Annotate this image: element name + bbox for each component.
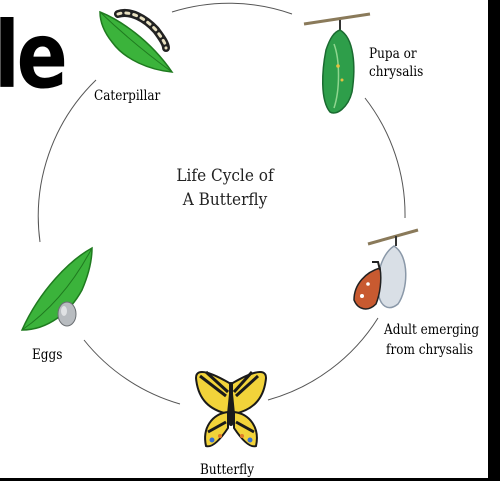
chrysalis-icon bbox=[304, 14, 370, 113]
adult-label-line1: Adult emerging bbox=[384, 322, 479, 339]
adult-label-line2: from chrysalis bbox=[386, 342, 473, 359]
adult-emerging-icon bbox=[354, 230, 418, 309]
eggs-label: Eggs bbox=[32, 347, 62, 364]
diagram-title: Life Cycle of A Butterfly bbox=[149, 164, 302, 212]
title-line-2: A Butterfly bbox=[149, 188, 302, 212]
diagram-canvas: le bbox=[0, 0, 488, 478]
butterfly-icon bbox=[196, 372, 266, 446]
pupa-label-line1: Pupa or bbox=[369, 46, 417, 63]
eggs-on-leaf-icon bbox=[22, 248, 92, 330]
butterfly-label: Butterfly bbox=[200, 462, 254, 478]
pupa-label-line2: chrysalis bbox=[369, 64, 423, 81]
caterpillar-on-leaf-icon bbox=[100, 12, 172, 72]
caterpillar-label: Caterpillar bbox=[94, 88, 160, 105]
title-line-1: Life Cycle of bbox=[149, 164, 302, 188]
